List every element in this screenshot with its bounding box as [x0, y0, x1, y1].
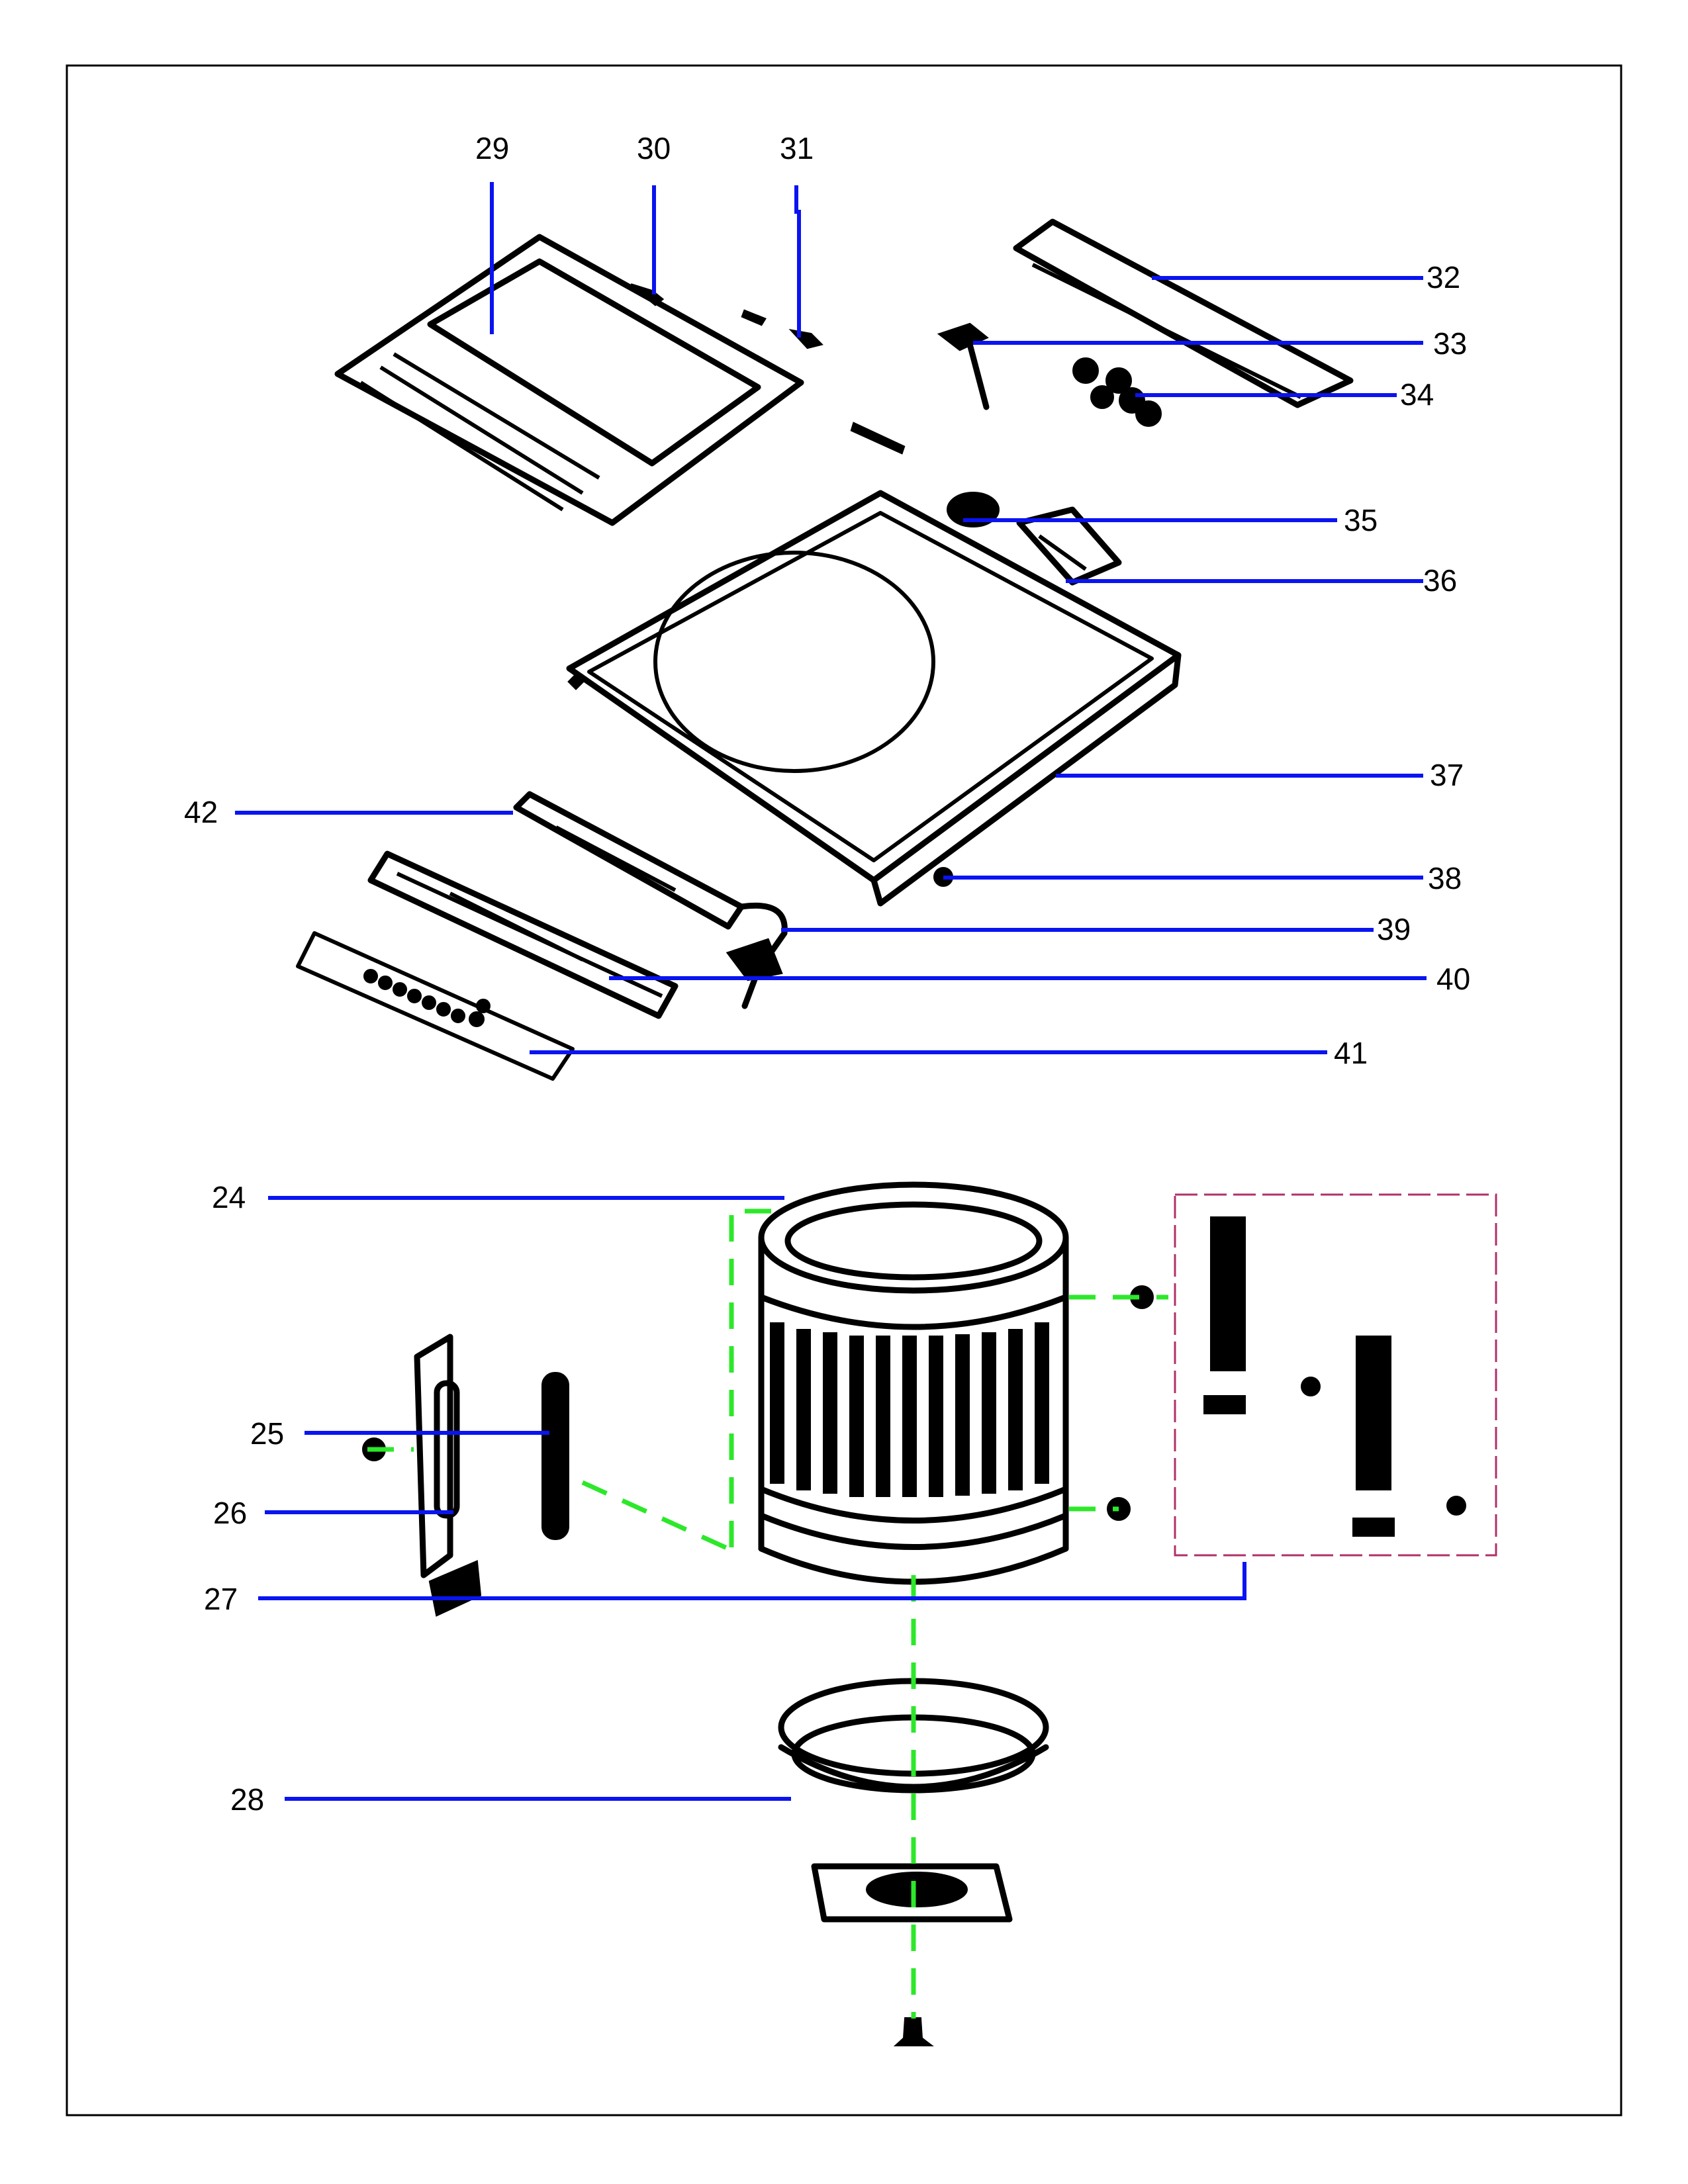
part-37-top-frame — [566, 490, 1182, 907]
label-30: 30 — [637, 131, 671, 165]
label-25: 25 — [250, 1416, 284, 1451]
leader-31 — [794, 185, 801, 338]
leader-27 — [258, 1562, 1246, 1600]
top-assembly: 29 30 31 32 33 34 35 36 37 38 39 40 41 4… — [184, 131, 1470, 1081]
bottom-assembly: 24 25 26 27 28 — [204, 1180, 1497, 2046]
label-27: 27 — [204, 1582, 238, 1616]
part-36-control-board — [1016, 506, 1122, 586]
label-39: 39 — [1377, 912, 1411, 946]
part-clip-small — [741, 309, 767, 326]
part-33-pin — [937, 322, 990, 410]
tub-perforation-ribs — [770, 1322, 1049, 1497]
part-29-lid — [334, 234, 804, 526]
part-34-switch — [1072, 357, 1162, 427]
label-32: 32 — [1427, 260, 1460, 295]
label-29: 29 — [475, 131, 509, 165]
label-37: 37 — [1430, 758, 1464, 792]
part-base-plate — [811, 1863, 1013, 1923]
part-32-back-cover — [1013, 218, 1354, 408]
part-40-control-panel — [367, 850, 679, 1019]
assembly-axis-damper — [581, 1480, 729, 1551]
label-31: 31 — [780, 131, 814, 165]
label-42: 42 — [184, 795, 218, 829]
label-26: 26 — [213, 1496, 247, 1530]
label-34: 34 — [1400, 377, 1434, 412]
label-28: 28 — [230, 1782, 264, 1817]
assembly-axis-tub — [729, 1208, 771, 1549]
part-42-display-board — [513, 791, 745, 930]
label-33: 33 — [1433, 326, 1467, 361]
part-24-tub — [758, 1181, 1069, 1585]
page-frame — [66, 64, 1622, 2116]
part-39-wire-harness — [726, 902, 788, 1009]
part-31-clip — [788, 328, 823, 349]
label-38: 38 — [1428, 861, 1462, 895]
part-25-bracket — [362, 1334, 482, 1617]
part-35-knob — [947, 492, 1000, 527]
part-27-suspension-group — [1107, 1193, 1497, 1557]
label-40: 40 — [1436, 962, 1470, 996]
label-24: 24 — [212, 1180, 246, 1214]
label-41: 41 — [1334, 1036, 1368, 1070]
part-26-damper — [541, 1372, 569, 1540]
label-36: 36 — [1423, 563, 1457, 598]
part-41-panel-decal — [296, 931, 575, 1081]
part-30-clip — [630, 283, 665, 306]
part-bottom-screw — [893, 2017, 934, 2046]
part-hinge-bar — [850, 422, 906, 455]
label-35: 35 — [1344, 503, 1378, 537]
